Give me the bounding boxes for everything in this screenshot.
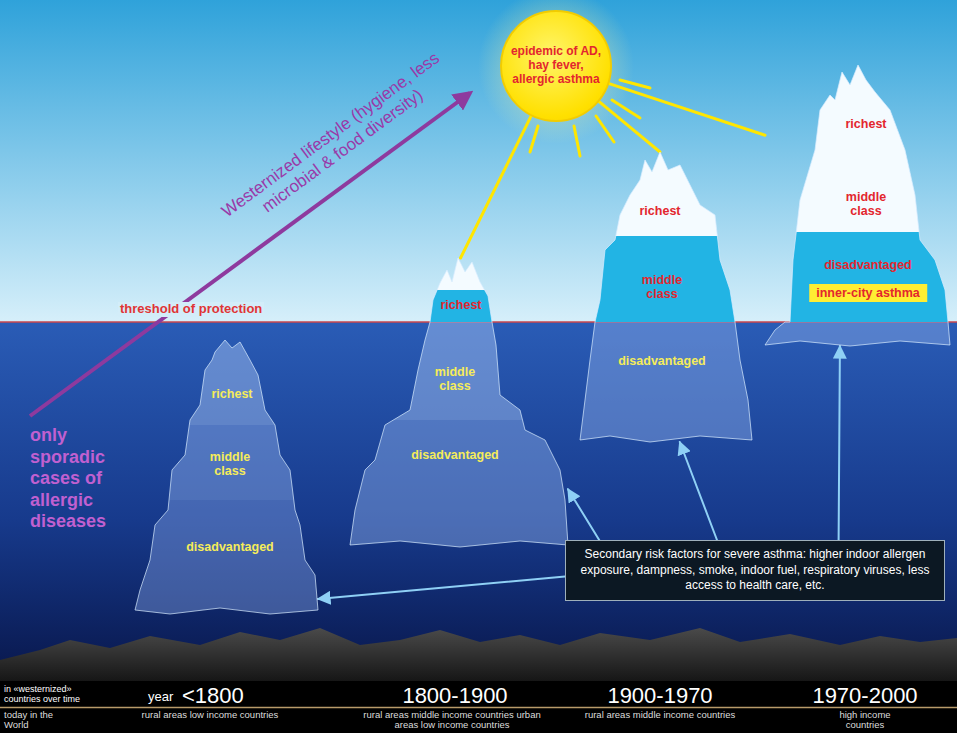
- highlight-box: inner-city asthma: [809, 284, 927, 302]
- sun-text: epidemic of AD, hay fever, allergic asth…: [506, 45, 606, 86]
- region-label: rural areas middle income countries: [560, 710, 760, 720]
- seabed-mountains: [0, 628, 957, 682]
- tier-label: middle class: [425, 366, 485, 394]
- iceberg-edge: [135, 340, 318, 614]
- threshold-label: threshold of protection: [118, 302, 264, 317]
- iceberg-edge: [350, 258, 568, 547]
- iceberg-tier: [350, 0, 568, 290]
- leader-arrow: [680, 442, 717, 540]
- iceberg-tier: [765, 322, 950, 700]
- iceberg-tier: [580, 322, 752, 700]
- tier-label: richest: [846, 118, 887, 132]
- iceberg-edge: [765, 65, 950, 346]
- region-label: high income countries: [825, 710, 905, 730]
- tier-label: middle class: [200, 451, 260, 479]
- tier-label: disadvantaged: [411, 449, 499, 463]
- tier-label: richest: [212, 388, 253, 402]
- sun-ray: [599, 102, 660, 152]
- tier-label: richest: [640, 205, 681, 219]
- callout-box: Secondary risk factors for severe asthma…: [565, 540, 945, 601]
- iceberg-edge: [580, 152, 752, 442]
- iceberg-tier: [765, 0, 950, 232]
- iceberg-tier: [135, 500, 318, 700]
- iceberg: richest middle class disadvantaged: [580, 152, 752, 442]
- tier-label: middle class: [632, 274, 692, 302]
- tier-label: disadvantaged: [824, 259, 912, 273]
- sun-ray: [609, 84, 765, 136]
- tier-label: middle class: [836, 191, 896, 219]
- sky: [0, 0, 957, 322]
- tier-label: richest: [441, 299, 482, 313]
- axis-unit: year: [148, 690, 173, 705]
- trend-label: Westernized lifestyle (hygiene, less mic…: [192, 29, 482, 258]
- leader-arrow: [568, 489, 599, 540]
- tier-label: disadvantaged: [618, 355, 706, 369]
- period-label: 1970-2000: [800, 683, 930, 708]
- axis-note: today in the World: [4, 710, 64, 730]
- region-label: rural areas middle income countries urba…: [362, 710, 542, 730]
- baseline-note: only sporadic cases of allergic diseases: [30, 425, 122, 533]
- period-label: <1800: [182, 683, 244, 708]
- sun-circle: epidemic of AD, hay fever, allergic asth…: [500, 10, 612, 122]
- iceberg-tier: [350, 322, 568, 420]
- highlight-text: inner-city asthma: [816, 286, 920, 300]
- iceberg-tier: [580, 0, 752, 236]
- leader-arrow: [318, 576, 565, 598]
- iceberg-tier: [350, 420, 568, 700]
- period-label: 1800-1900: [390, 683, 520, 708]
- iceberg-tier: [135, 425, 318, 500]
- tier-label: disadvantaged: [186, 541, 274, 555]
- axis-note: in «westernized» countries over time: [4, 685, 94, 705]
- callout-text: Secondary risk factors for severe asthma…: [576, 547, 934, 594]
- sun-glow: [478, 0, 634, 144]
- iceberg-tier: [350, 290, 568, 322]
- iceberg: richest middle class disadvantaged: [350, 258, 568, 547]
- region-label: rural areas low income countries: [120, 710, 300, 720]
- iceberg: richest middle class disadvantaged inner-ci…: [765, 65, 950, 346]
- iceberg: richest middle class disadvantaged: [135, 340, 318, 614]
- leader-arrow: [839, 346, 840, 540]
- period-label: 1900-1970: [595, 683, 725, 708]
- sun-ray: [461, 116, 532, 258]
- iceberg-tier: [765, 232, 950, 322]
- timeline-bar: [0, 681, 957, 733]
